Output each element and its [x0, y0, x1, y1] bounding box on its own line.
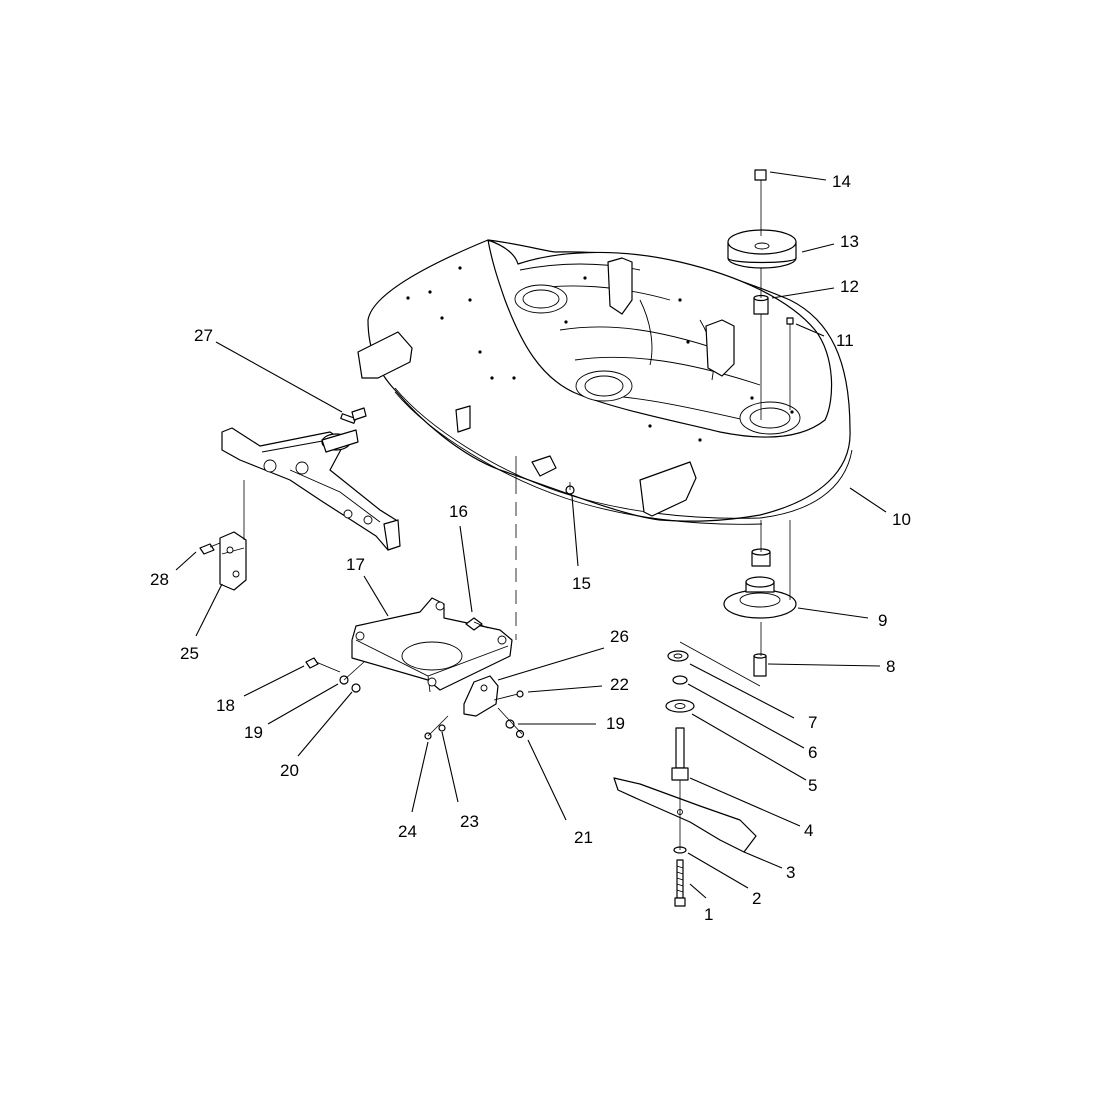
spindle-housing-9 [723, 576, 797, 619]
callout-14: 14 [832, 172, 851, 191]
callout-17: 17 [346, 555, 365, 574]
callout-28: 28 [150, 570, 169, 589]
callout-12: 12 [840, 277, 859, 296]
callout-22: 22 [610, 675, 629, 694]
callout-21: 21 [574, 828, 593, 847]
callout-19-left: 19 [244, 723, 263, 742]
nut-14 [754, 169, 767, 181]
pulley-13 [727, 229, 797, 269]
spindle-shaft-4 [675, 727, 685, 769]
nut-21 [515, 729, 525, 739]
bolt-16 [465, 617, 489, 631]
bolt-28 [199, 542, 221, 555]
callout-25: 25 [180, 644, 199, 663]
callout-7: 7 [808, 713, 817, 732]
callout-2: 2 [752, 889, 761, 908]
callout-labels: 1 2 3 4 5 6 7 8 9 10 11 12 13 14 15 16 1… [150, 172, 911, 924]
callout-23: 23 [460, 812, 479, 831]
bracket-25 [219, 531, 247, 591]
bolt-27 [340, 407, 367, 424]
callout-18: 18 [216, 696, 235, 715]
deck-mount-plate-17 [351, 597, 513, 693]
callout-15: 15 [572, 574, 591, 593]
washer-6 [672, 675, 688, 685]
mower-deck-housing [357, 239, 853, 525]
callout-8: 8 [886, 657, 895, 676]
callout-3: 3 [786, 863, 795, 882]
blade-3 [613, 777, 757, 853]
callout-5: 5 [808, 776, 817, 795]
callout-26: 26 [610, 627, 629, 646]
callout-9: 9 [878, 611, 887, 630]
callout-6: 6 [808, 743, 817, 762]
callout-24: 24 [398, 822, 417, 841]
callout-27: 27 [194, 326, 213, 345]
nut-20 [351, 683, 361, 693]
callout-1: 1 [704, 905, 713, 924]
bolt-18 [305, 657, 341, 673]
callout-4: 4 [804, 821, 813, 840]
callout-20: 20 [280, 761, 299, 780]
washer-19-right [505, 719, 515, 729]
assembly-center-lines [243, 180, 791, 850]
bolt-11 [786, 317, 794, 325]
callout-16: 16 [449, 502, 468, 521]
pin-22 [493, 690, 524, 701]
washer-23 [438, 724, 446, 732]
spacer-8 [753, 655, 767, 677]
bracket-26 [463, 675, 499, 717]
callout-11: 11 [836, 331, 854, 350]
leader-lines [175, 171, 887, 899]
callout-10: 10 [892, 510, 911, 529]
callout-19-right: 19 [606, 714, 625, 733]
callout-13: 13 [840, 232, 859, 251]
deck-lift-arm-assembly [221, 427, 401, 551]
